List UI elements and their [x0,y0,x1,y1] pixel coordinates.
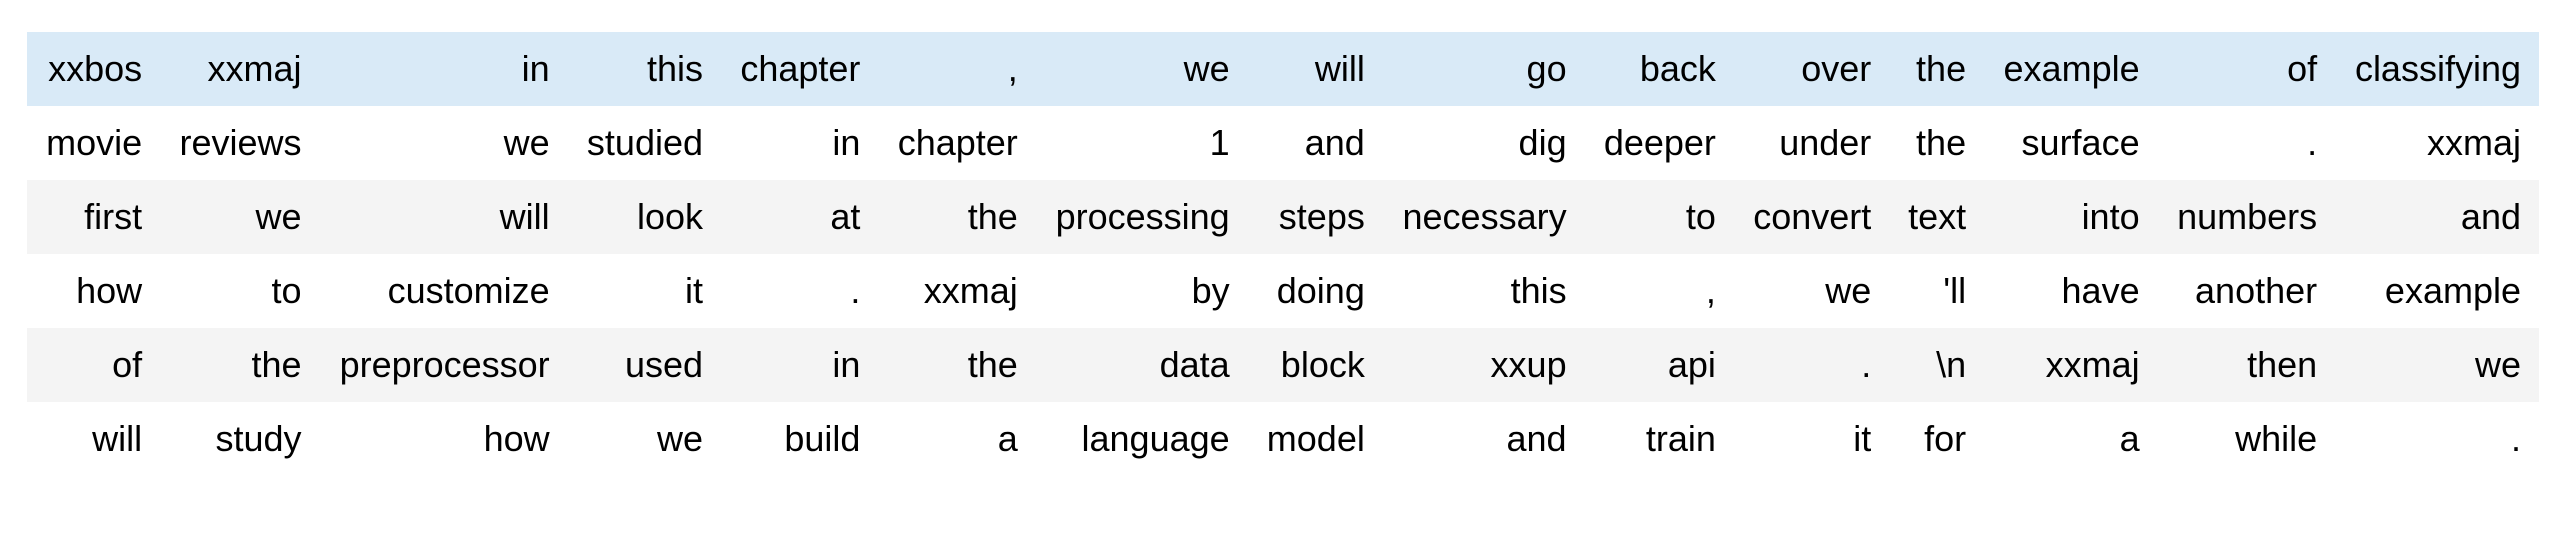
token-cell: steps [1247,180,1383,254]
token-cell: in [319,32,568,106]
token-cell: back [1584,32,1734,106]
token-cell: xxmaj [878,254,1036,328]
token-cell: text [1889,180,1985,254]
token-cell: example [1984,32,2158,106]
token-cell: by [1035,254,1248,328]
token-cell: \n [1889,328,1985,402]
token-cell: data [1035,328,1248,402]
token-cell: will [319,180,568,254]
token-cell: have [1984,254,2158,328]
token-cell: it [567,254,722,328]
token-cell: then [2157,328,2336,402]
token-cell: xxbos [27,32,161,106]
token-cell: we [2335,328,2539,402]
token-cell: of [2157,32,2336,106]
token-cell: to [1584,180,1734,254]
token-cell: train [1584,402,1734,476]
token-cell: study [160,402,320,476]
token-cell: we [1733,254,1890,328]
token-cell: processing [1035,180,1248,254]
token-cell: this [1382,254,1585,328]
token-cell: look [567,180,722,254]
token-cell: of [27,328,161,402]
token-cell: block [1247,328,1383,402]
token-cell: numbers [2157,180,2336,254]
token-cell: build [721,402,879,476]
token-cell: for [1889,402,1985,476]
token-cell: xxmaj [2335,106,2539,180]
token-cell: the [160,328,320,402]
token-cell: will [1247,32,1383,106]
token-cell: the [1889,32,1985,106]
token-cell: . [721,254,879,328]
token-cell: movie [27,106,161,180]
token-cell: while [2157,402,2336,476]
token-cell: over [1733,32,1890,106]
token-cell: go [1382,32,1585,106]
token-cell: under [1733,106,1890,180]
token-cell: doing [1247,254,1383,328]
token-cell: model [1247,402,1383,476]
token-cell: and [1382,402,1585,476]
token-cell: preprocessor [319,328,568,402]
token-cell: and [2335,180,2539,254]
token-cell: in [721,106,879,180]
token-cell: . [1733,328,1890,402]
token-cell: , [1584,254,1734,328]
token-cell: xxmaj [1984,328,2158,402]
token-cell: the [878,180,1036,254]
token-cell: chapter [878,106,1036,180]
token-cell: the [878,328,1036,402]
token-cell: example [2335,254,2539,328]
token-cell: used [567,328,722,402]
token-cell: reviews [160,106,320,180]
token-cell: at [721,180,879,254]
token-cell: . [2335,402,2539,476]
token-cell: another [2157,254,2336,328]
token-cell: . [2157,106,2336,180]
token-cell: dig [1382,106,1585,180]
token-cell: 'll [1889,254,1985,328]
token-cell: 1 [1035,106,1248,180]
token-cell: the [1889,106,1985,180]
token-cell: language [1035,402,1248,476]
token-cell: convert [1733,180,1890,254]
token-cell: xxmaj [160,32,320,106]
token-cell: classifying [2335,32,2539,106]
token-cell: api [1584,328,1734,402]
token-cell: will [27,402,161,476]
token-cell: , [878,32,1036,106]
token-cell: studied [567,106,722,180]
token-cell: it [1733,402,1890,476]
token-cell: xxup [1382,328,1585,402]
token-cell: we [1035,32,1248,106]
token-cell: and [1247,106,1383,180]
token-cell: to [160,254,320,328]
token-cell: this [567,32,722,106]
token-cell: we [567,402,722,476]
token-cell: a [1984,402,2158,476]
token-cell: customize [319,254,568,328]
token-cell: surface [1984,106,2158,180]
token-cell: deeper [1584,106,1734,180]
token-cell: necessary [1382,180,1585,254]
token-cell: chapter [721,32,879,106]
token-cell: a [878,402,1036,476]
token-cell: in [721,328,879,402]
token-cell: first [27,180,161,254]
token-cell: we [319,106,568,180]
token-cell: how [319,402,568,476]
token-cell: how [27,254,161,328]
token-cell: into [1984,180,2158,254]
token-cell: we [160,180,320,254]
